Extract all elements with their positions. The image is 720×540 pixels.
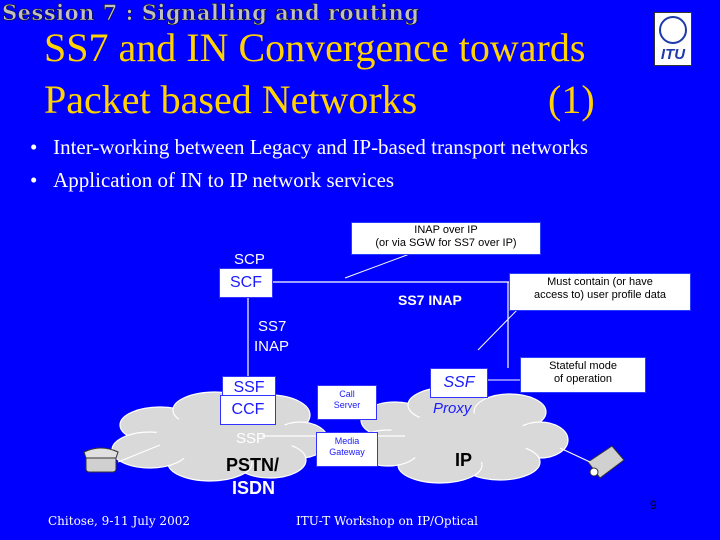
call-server-line2: Server xyxy=(333,400,361,410)
footer-event: ITU-T Workshop on IP/Optical xyxy=(296,514,478,528)
ssp-label: SSP xyxy=(236,430,267,447)
callout-must-line2: access to) user profile data xyxy=(533,289,667,301)
slide-title-suffix: (1) xyxy=(548,77,595,122)
callout-inap-over-ip: INAP over IP (or via SGW for SS7 over IP… xyxy=(351,222,541,255)
ip-phone-icon xyxy=(559,445,625,479)
callout-stateful-mode: Stateful mode of operation xyxy=(520,357,646,393)
proxy-label: Proxy xyxy=(433,400,472,417)
callout-state-line1: Stateful mode xyxy=(549,360,617,372)
scp-label: SCP xyxy=(234,251,265,268)
ccf-box: CCF xyxy=(220,395,276,425)
callout-inap-line1: INAP over IP xyxy=(414,224,478,236)
ssf-box: SSF xyxy=(222,376,276,398)
callout-inap-line2: (or via SGW for SS7 over IP) xyxy=(375,237,517,249)
pstn-label: PSTN/ xyxy=(226,455,280,475)
bullet-text-2: Application of IN to IP network services xyxy=(53,168,395,192)
call-server-line1: Call xyxy=(339,389,355,399)
bullet-item-1: • Inter-working between Legacy and IP-ba… xyxy=(30,135,589,159)
inap-label: INAP xyxy=(254,338,290,355)
ssf-proxy-box: SSF xyxy=(430,368,488,398)
slide-title-line2: Packet based Networks xyxy=(44,77,418,122)
callout-inap-pointer xyxy=(344,251,416,279)
callout-user-profile: Must contain (or have access to) user pr… xyxy=(509,273,691,311)
callout-state-line2: of operation xyxy=(553,373,613,385)
telephone-icon xyxy=(83,444,161,473)
media-gateway-line2: Gateway xyxy=(329,447,365,457)
page-number: 9 xyxy=(650,498,657,512)
slide-title-line1: SS7 and IN Convergence towards xyxy=(44,25,586,70)
bullet-item-2: • Application of IN to IP network servic… xyxy=(30,168,395,192)
ip-label: IP xyxy=(455,450,473,470)
footer-location: Chitose, 9-11 July 2002 xyxy=(48,514,190,528)
media-gateway-line1: Media xyxy=(334,436,360,446)
session-heading: Session 7 : Signalling and routing xyxy=(2,0,420,25)
scf-box: SCF xyxy=(219,268,273,298)
ss7-inap-label: SS7 INAP xyxy=(398,292,462,308)
call-server-box: Call Server xyxy=(317,385,377,420)
isdn-label: ISDN xyxy=(232,478,276,498)
callout-must-line1: Must contain (or have xyxy=(547,276,653,288)
callout-must-pointer xyxy=(477,306,521,351)
itu-logo-text: ITU xyxy=(660,46,686,63)
globe-icon xyxy=(659,16,687,44)
ss7-label: SS7 xyxy=(258,318,287,335)
itu-logo: ITU xyxy=(654,12,692,66)
media-gateway-box: Media Gateway xyxy=(316,432,378,467)
bullet-text-1: Inter-working between Legacy and IP-base… xyxy=(53,135,589,159)
ip-cloud xyxy=(355,386,569,484)
pstn-cloud xyxy=(111,391,329,482)
